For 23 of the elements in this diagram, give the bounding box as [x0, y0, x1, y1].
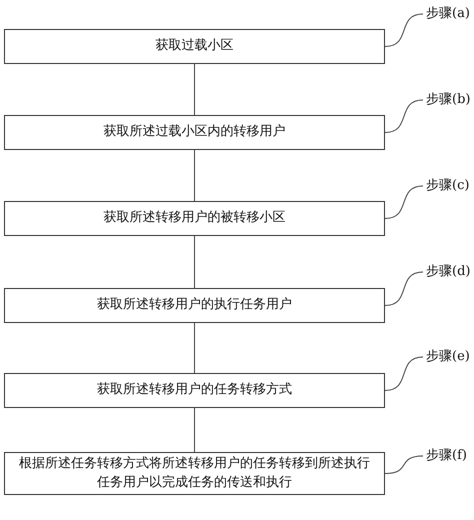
connector-line [194, 408, 195, 452]
leader-line [384, 100, 424, 133]
process-box: 获取所述转移用户的任务转移方式 [4, 373, 385, 408]
leader-line [384, 186, 424, 219]
connector-line [194, 236, 195, 288]
step-label: 步骤(d) [426, 265, 470, 278]
leader-line [384, 356, 424, 391]
leader-line [384, 272, 424, 306]
connector-line [194, 64, 195, 116]
leader-line [384, 14, 424, 47]
leader-line [384, 456, 424, 474]
process-box: 获取所述过载小区内的转移用户 [4, 115, 385, 150]
process-box: 获取所述转移用户的被转移小区 [4, 201, 385, 236]
step-label: 步骤(f) [426, 449, 467, 462]
connector-line [194, 150, 195, 202]
step-label: 步骤(a) [426, 7, 470, 20]
process-box: 获取所述转移用户的执行任务用户 [4, 288, 385, 323]
process-box: 获取过载小区 [4, 29, 385, 64]
step-label: 步骤(c) [426, 179, 470, 192]
step-label: 步骤(e) [426, 350, 470, 363]
connector-line [194, 322, 195, 374]
process-box: 根据所述任务转移方式将所述转移用户的任务转移到所述执行任务用户以完成任务的传送和执行 [4, 452, 385, 495]
step-label: 步骤(b) [426, 93, 470, 106]
